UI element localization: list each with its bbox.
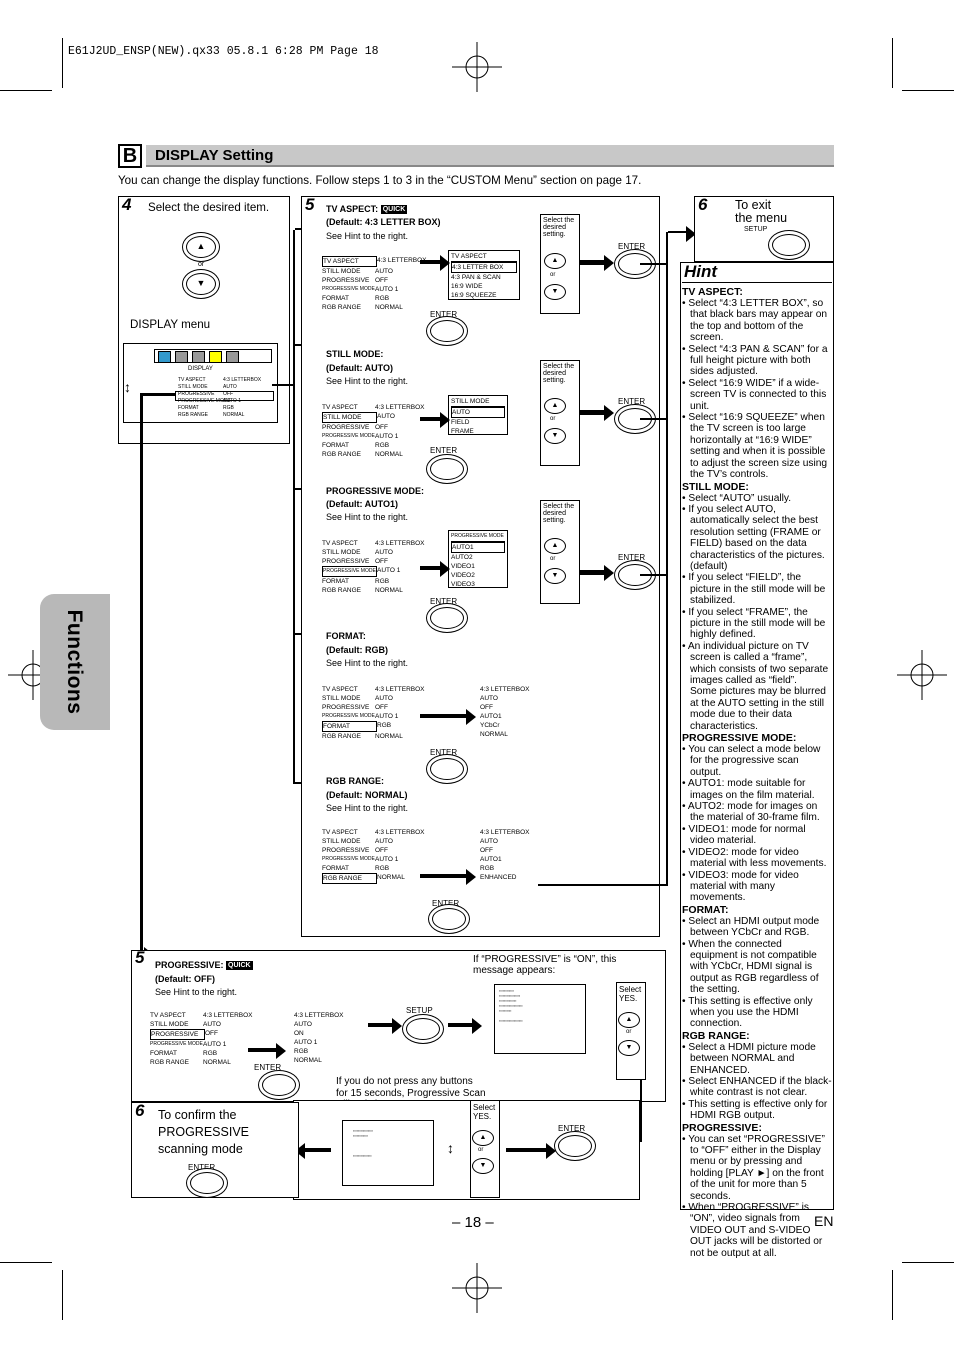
registration-mark-bottom <box>452 1263 502 1313</box>
hint-title: Hint <box>684 262 718 281</box>
registration-mark-right <box>897 650 947 700</box>
tv-aspect-options: TV ASPECT 4:3 LETTER BOX 4:3 PAN & SCAN … <box>448 250 520 300</box>
menu-highlight <box>175 391 274 401</box>
down-button-icon: ▼ <box>186 273 216 295</box>
step5-number: 5 <box>305 195 315 214</box>
section-title: DISPLAY Setting <box>155 147 274 164</box>
setup-button-icon <box>406 1018 440 1040</box>
registration-mark-top <box>452 42 502 92</box>
display-menu-label: DISPLAY menu <box>130 318 211 331</box>
progressive-mode-options: PROGRESSIVE MODE AUTO1 AUTO2 VIDEO1 VIDE… <box>448 530 508 588</box>
confirm-message-screen: ▪▪▪▪▪▪▪▪▪▪▪▪▪▪▪▪▪▪▪▪▪▪▪▪▪▪▪▪▪▪▪▪▪▪▪▪▪▪▪▪… <box>342 1120 434 1186</box>
lock-icon <box>209 351 222 363</box>
tv-icon <box>175 351 188 363</box>
side-tab <box>40 594 110 730</box>
section-bar <box>146 145 834 167</box>
speaker-icon <box>192 351 205 363</box>
section-letter: B <box>118 144 142 168</box>
progressive-on-message: If “PROGRESSIVE” is “ON”, this message a… <box>473 954 617 976</box>
still-mode-options: STILL MODE AUTO FIELD FRAME <box>448 395 508 435</box>
hint-box <box>680 262 834 1210</box>
step4-text: Select the desired item. <box>148 201 270 214</box>
display-tab-icon <box>158 351 171 363</box>
side-tab-label: Functions <box>63 609 86 715</box>
setup-button-icon <box>772 234 806 256</box>
step6-box <box>694 196 834 262</box>
step4-number: 4 <box>122 195 132 214</box>
page-number: – 18 – <box>452 1214 494 1231</box>
language-label: EN <box>814 1213 834 1229</box>
file-header: E61J2UD_ENSP(NEW).qx33 05.8.1 6:28 PM Pa… <box>68 45 379 58</box>
step6b-text: To confirm the PROGRESSIVE scanning mode <box>158 1108 249 1156</box>
hint-content: TV ASPECT: • Select “4:3 LETTER BOX”, so… <box>682 286 832 1259</box>
quick-badge: QUICK <box>380 205 408 215</box>
sub-tv-aspect-title: TV ASPECT: QUICK <box>326 204 408 215</box>
progressive-confirm-screen: ▪▪▪▪▪▪▪▪▪▪▪▪▪▪▪▪▪▪▪▪▪▪▪▪▪▪▪▪▪▪▪▪▪▪▪▪▪▪▪▪… <box>494 984 586 1054</box>
updown-arrow-icon: ↕ <box>124 379 131 395</box>
gear-icon <box>226 351 239 363</box>
intro-text: You can change the display functions. Fo… <box>118 174 642 187</box>
enter-button-icon <box>430 320 464 342</box>
up-button-icon: ▲ <box>186 236 216 258</box>
select-yes-panel: Select YES. <box>616 982 646 1080</box>
select-yes-panel-2: Select YES. <box>470 1100 500 1198</box>
